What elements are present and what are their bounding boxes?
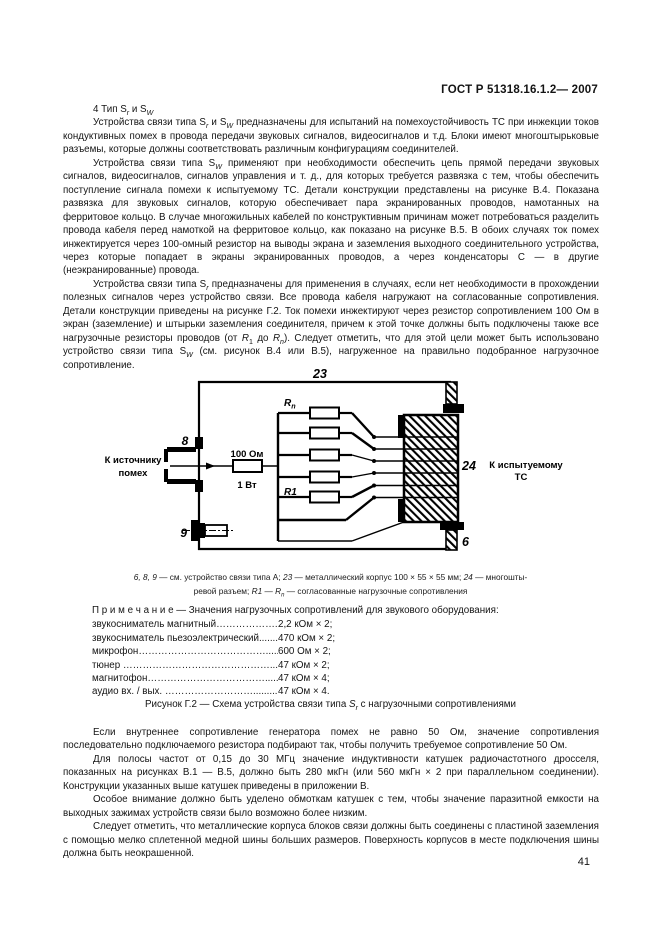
note-item-value: 600 Ом × 2; [278, 646, 331, 658]
body-text-bottom: Если внутреннее сопротивление генератора… [63, 726, 599, 861]
diagram-labels: 23 8 9 24 6 100 Ом 1 Вт Rn R1 К источник… [105, 367, 564, 549]
figure-legend-line-1: 6, 8, 9 — см. устройство связи типа А; 2… [133, 572, 528, 582]
output-connector-block [398, 381, 464, 551]
figure-legend: 6, 8, 9 — см. устройство связи типа А; 2… [63, 570, 598, 599]
note-item-name: звукосниматель пьезоэлектрический [92, 632, 259, 644]
note-item-value: 470 кОм × 2; [278, 632, 336, 644]
note-item-name: магнитофон [92, 673, 148, 685]
label-case-23: 23 [312, 367, 327, 381]
paragraph: Устройства связи типа Sr предназначены д… [63, 278, 600, 371]
figure-diagram: 23 8 9 24 6 100 Ом 1 Вт Rn R1 К источник… [105, 367, 564, 551]
label-input-8: 8 [182, 434, 189, 448]
note-item-name: аудио вх. / вых. [92, 686, 163, 698]
noise-input-connector [164, 447, 196, 484]
note-item-value: 47 кОм × 4. [278, 686, 330, 698]
note-row: микрофон…………………………………...................… [92, 645, 562, 658]
ground-bolt [183, 520, 234, 541]
section-heading: 4 Тип Sr и SW [93, 104, 154, 117]
paragraph: Следует отметить, что металлические корп… [63, 821, 599, 860]
label-bolt-9: 9 [180, 526, 187, 540]
note-title: П р и м е ч а н и е — Значения нагрузочн… [92, 605, 499, 616]
label-r1: R1 [284, 487, 297, 498]
dot-leader: ………………………...............................… [164, 686, 278, 698]
note-item-value: 2,2 кОм × 2; [278, 619, 333, 631]
figure-caption: Рисунок Г.2 — Схема устройства связи тип… [145, 699, 516, 712]
note-row: тюнер ………………………………………...................… [92, 659, 562, 672]
series-resistor [232, 459, 263, 473]
standard-number: ГОСТ Р 51318.16.1.2— 2007 [441, 84, 598, 96]
load-resistors [309, 406, 340, 504]
paragraph: Для полосы частот от 0,15 до 30 МГц знач… [63, 753, 599, 792]
case-wall-mounts [195, 437, 203, 492]
figure-legend-line-2: ревой разъем; R1 — Rn — согласованные на… [193, 586, 468, 599]
label-corner-6: 6 [462, 535, 470, 549]
body-text-top: 4 Тип Sr и SW Устройства связи типа Sr и… [63, 103, 599, 372]
note-item-name: микрофон [92, 646, 139, 658]
paragraph: Особое внимание должно быть уделено обмо… [63, 794, 599, 819]
note-block: П р и м е ч а н и е — Значения нагрузочн… [92, 604, 562, 699]
label-eut-2: ТС [515, 472, 528, 483]
paragraph: Устройства связи типа SW применяют при н… [63, 157, 600, 277]
label-resistor-power: 1 Вт [237, 480, 257, 491]
paragraph: Если внутреннее сопротивление генератора… [63, 727, 599, 752]
signal-arrow-icon [206, 462, 215, 470]
label-eut-1: К испытуемому [489, 460, 563, 471]
page-number: 41 [577, 856, 590, 868]
label-resistor-value: 100 Ом [231, 449, 264, 460]
paragraph: Устройства связи типа Sr и SW предназнач… [63, 117, 599, 156]
dot-leader: ..................................... [258, 632, 278, 644]
load-resistor-branches [278, 411, 405, 542]
label-noise-source-2: помех [119, 468, 149, 479]
label-noise-source-1: К источнику [105, 455, 163, 466]
note-item-name: звукосниматель магнитный [92, 619, 217, 631]
note-row: звукосниматель пьезоэлектрический.......… [92, 632, 562, 645]
pin-junction-dots [372, 435, 376, 500]
note-row: аудио вх. / вых. ………………………..............… [92, 685, 562, 698]
dot-leader: ………………………………............................… [147, 673, 278, 685]
note-row: магнитофон………………………………..................… [92, 672, 562, 685]
note-item-name: тюнер [92, 659, 121, 671]
label-rn: Rn [284, 398, 296, 411]
label-output-24: 24 [461, 459, 476, 473]
note-row: звукосниматель магнитный………………..........… [92, 618, 562, 631]
dot-leader: ……………………………………….........................… [122, 659, 278, 671]
dot-leader: ………………..................................… [216, 619, 278, 631]
note-item-value: 47 кОм × 2; [278, 659, 330, 671]
dot-leader: …………………………………...........................… [138, 646, 278, 658]
note-item-value: 47 кОм × 4; [278, 673, 330, 685]
